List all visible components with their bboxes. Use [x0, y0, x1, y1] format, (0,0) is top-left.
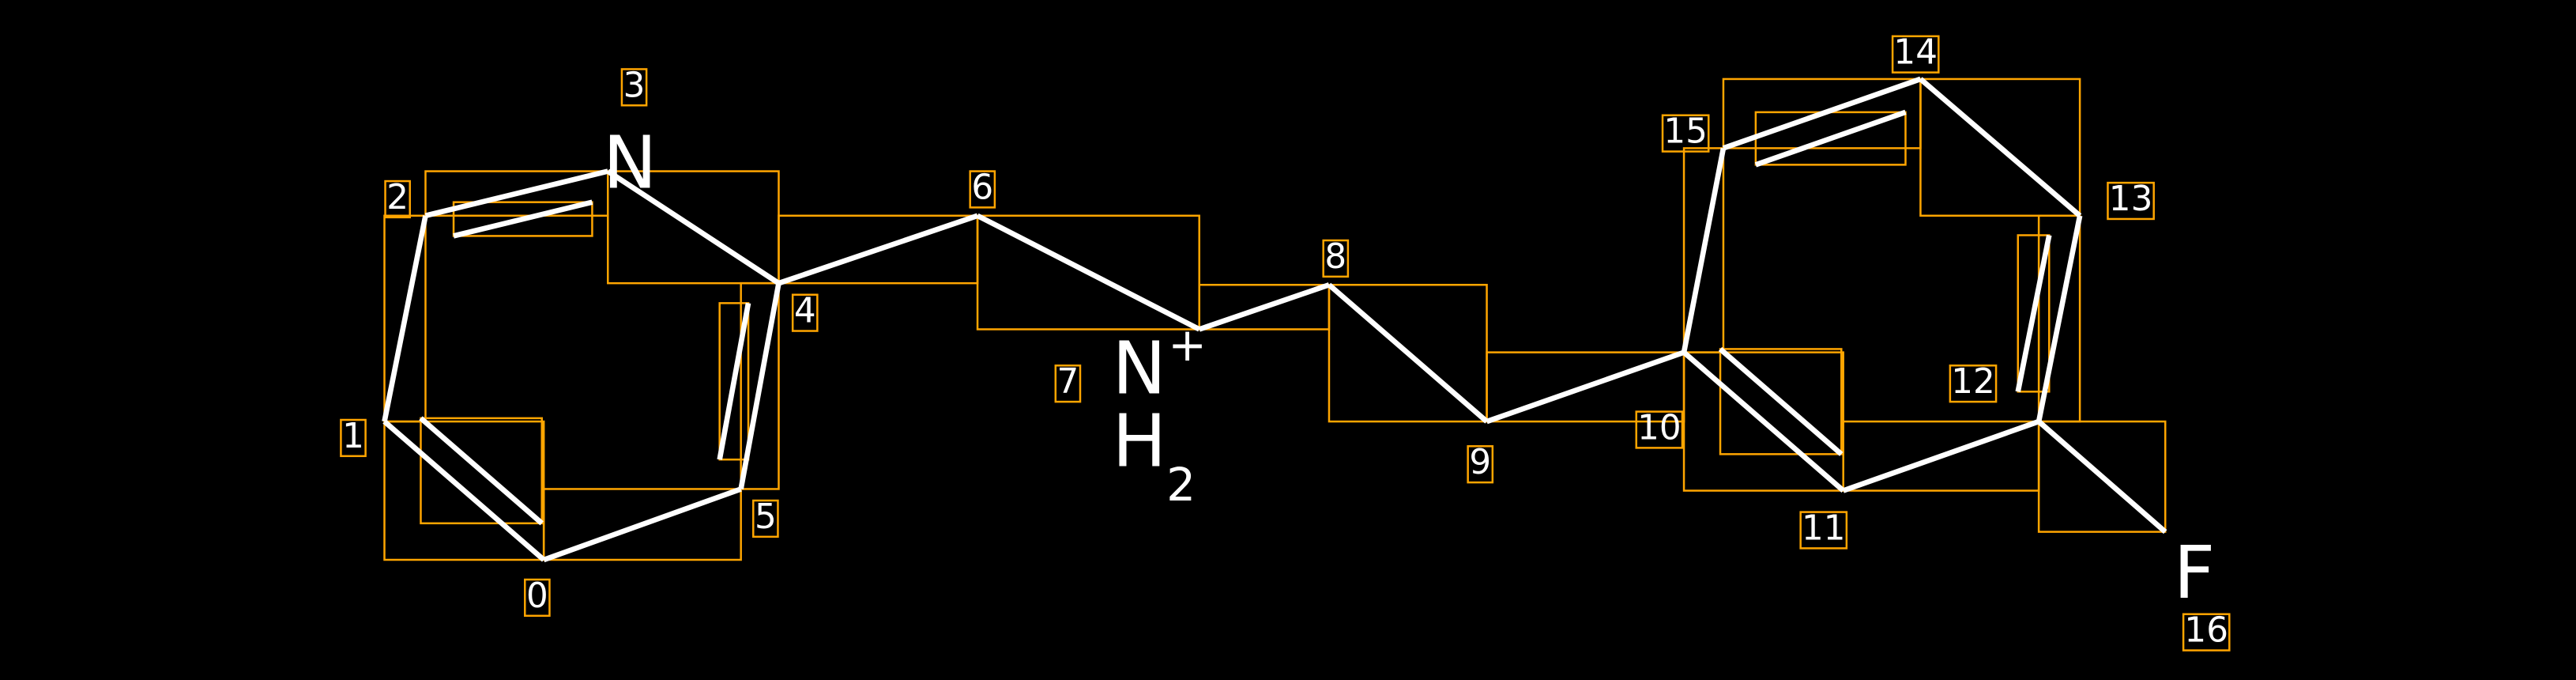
bond-9-10: [1486, 349, 1685, 425]
bond-12-16: [2036, 419, 2167, 535]
bond-15-10: [1681, 147, 1727, 353]
atom-h7-count: 2: [1166, 458, 1196, 512]
bond-14-15-box: [1722, 77, 1922, 149]
bond-0-1: [382, 419, 546, 562]
bond-12-13-inner-box: [2017, 234, 2051, 393]
bond-6-7: [976, 213, 1201, 332]
atom-index-box-10: [1635, 410, 1684, 449]
atom-index-9: 9: [1469, 442, 1491, 482]
atom-index-box-8: [1322, 239, 1350, 278]
atom-n7-charge: +: [1168, 318, 1207, 372]
atom-index-box-5: [752, 499, 779, 538]
bond-4-5-inner: [717, 302, 751, 460]
bond-15-10-box: [1682, 147, 1725, 353]
bounding-boxes: [383, 77, 2167, 561]
bond-4-5-box: [740, 281, 780, 490]
bond-2-3-inner-box: [452, 201, 593, 237]
atom-index-13: 13: [2109, 179, 2153, 219]
atom-index-box-14: [1891, 35, 1940, 74]
bond-1-2-box: [383, 214, 427, 423]
atom-n3: N: [603, 120, 657, 205]
atom-index-14: 14: [1893, 32, 1938, 73]
bond-12-13: [2036, 215, 2083, 422]
atom-index-16: 16: [2184, 610, 2228, 651]
atom-n7: N: [1113, 327, 1166, 411]
atom-index-box-2: [384, 179, 411, 219]
atom-index-15: 15: [1663, 111, 1708, 152]
bond-13-14: [1919, 77, 2082, 218]
atom-index-box-1: [340, 418, 367, 458]
bond-8-9: [1327, 282, 1489, 424]
atom-index-5: 5: [755, 497, 777, 537]
atom-index-6: 6: [971, 167, 993, 207]
atom-index-12: 12: [1951, 361, 1995, 402]
bond-5-0: [543, 486, 742, 563]
bond-5-0-box: [542, 488, 742, 561]
bond-12-16-box: [2037, 420, 2167, 533]
bond-11-12: [1842, 418, 2040, 493]
atom-index-box-11: [1799, 511, 1848, 550]
bond-3-4: [606, 168, 781, 285]
bond-6-7-box: [976, 214, 1200, 331]
atom-index-box-6: [969, 170, 996, 209]
bond-14-15: [1722, 76, 1922, 151]
atom-index-box-9: [1467, 445, 1494, 484]
bond-2-3: [424, 168, 609, 219]
bond-7-8: [1198, 282, 1331, 332]
atom-h7: H: [1113, 399, 1167, 483]
atom-index-11: 11: [1802, 508, 1846, 548]
atom-index-4: 4: [794, 291, 816, 331]
atom-index-2: 2: [386, 177, 409, 217]
bond-0-1-inner-box: [420, 417, 543, 525]
atom-index-1: 1: [342, 416, 364, 456]
bonds: [382, 76, 2167, 563]
atom-index-8: 8: [1324, 236, 1346, 277]
bond-0-1-inner: [419, 416, 544, 526]
atom-index-box-4: [791, 293, 819, 332]
atom-index-box-7: [1054, 365, 1082, 403]
atom-index-7: 7: [1057, 361, 1079, 402]
bond-12-13-inner: [2015, 234, 2052, 392]
bond-1-2: [382, 215, 428, 422]
bond-14-15-inner: [1754, 109, 1907, 168]
atom-f16: F: [2174, 531, 2216, 615]
atom-index-0: 0: [526, 576, 548, 616]
bond-2-3-inner: [453, 199, 593, 239]
bond-10-11: [1682, 350, 1845, 493]
atom-index-box-16: [2182, 613, 2231, 652]
atom-index-10: 10: [1637, 407, 1682, 448]
bond-10-11-inner-box: [1719, 348, 1843, 455]
atom-labels: N N + H 2 F: [603, 120, 2215, 615]
atom-index-box-13: [2107, 181, 2155, 221]
atom-index-box-3: [620, 68, 648, 107]
bond-4-6: [778, 213, 979, 286]
atom-index-3: 3: [623, 65, 646, 105]
atom-index-box-15: [1661, 114, 1710, 153]
bond-10-11-inner: [1718, 346, 1843, 456]
atom-index-box-12: [1949, 365, 1998, 403]
bond-4-5-inner-box: [718, 302, 750, 461]
atom-index-box-0: [524, 578, 551, 618]
bond-4-5: [738, 282, 781, 490]
